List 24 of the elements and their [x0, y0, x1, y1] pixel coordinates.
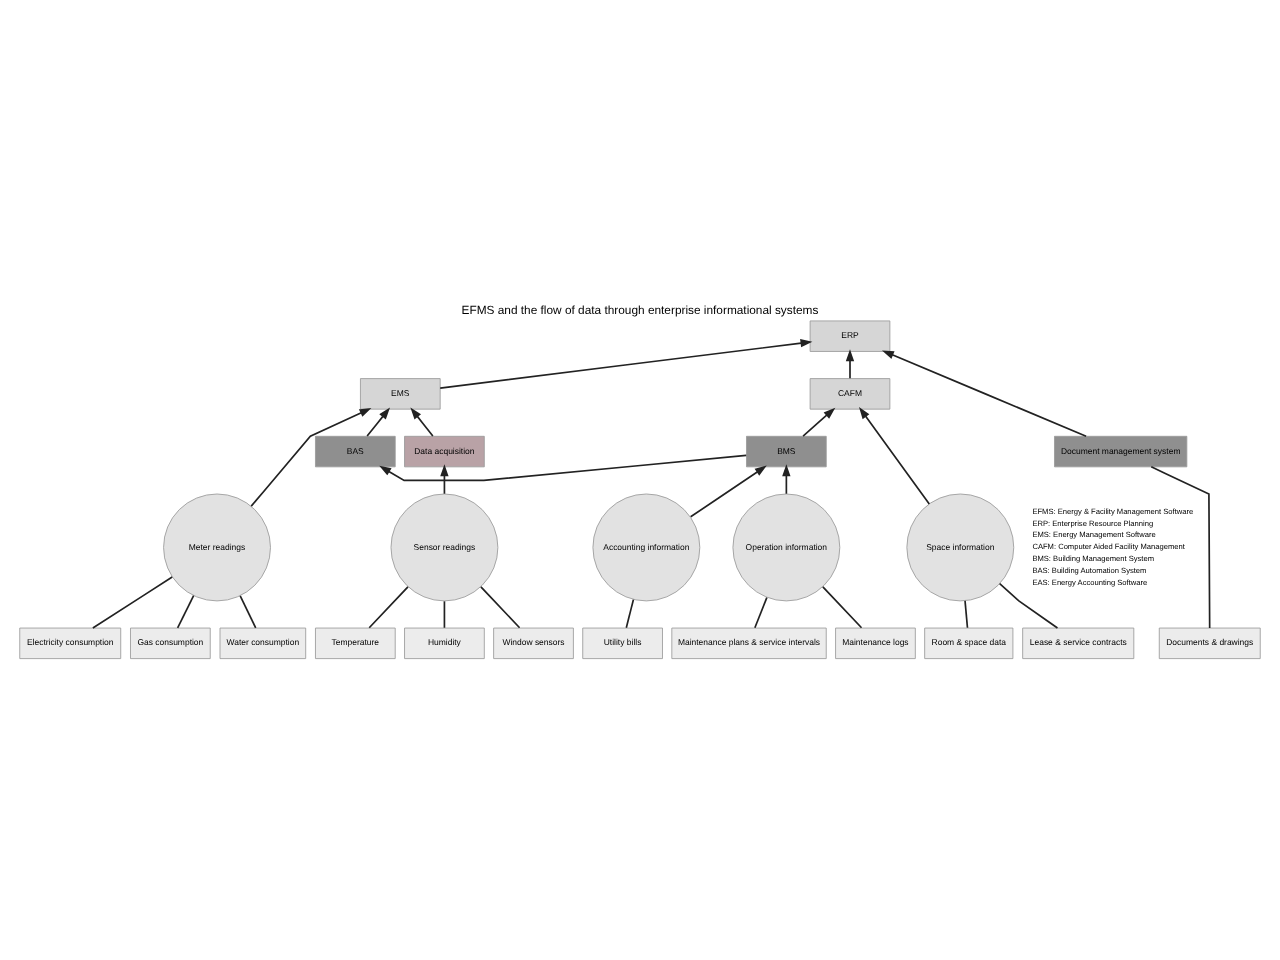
arrow: [366, 407, 391, 437]
arrow: [881, 350, 1087, 438]
connector: [480, 586, 521, 629]
arrow: [410, 407, 434, 437]
connector: [822, 586, 863, 629]
arrow: [802, 407, 836, 437]
connector: [754, 596, 768, 629]
arrow: [379, 454, 748, 482]
arrow: [439, 339, 813, 389]
arrow: [782, 464, 791, 495]
connector: [998, 582, 1059, 629]
arrow: [689, 465, 767, 518]
arrow: [858, 407, 931, 505]
arrow: [845, 349, 855, 380]
connector: [1150, 466, 1211, 629]
arrow: [440, 464, 449, 495]
connector: [176, 594, 195, 629]
arrow: [250, 408, 372, 507]
connector: [443, 600, 446, 629]
connector: [92, 576, 174, 629]
connector: [625, 598, 635, 629]
connector: [239, 595, 257, 629]
connector: [368, 586, 409, 629]
connector: [964, 600, 969, 629]
